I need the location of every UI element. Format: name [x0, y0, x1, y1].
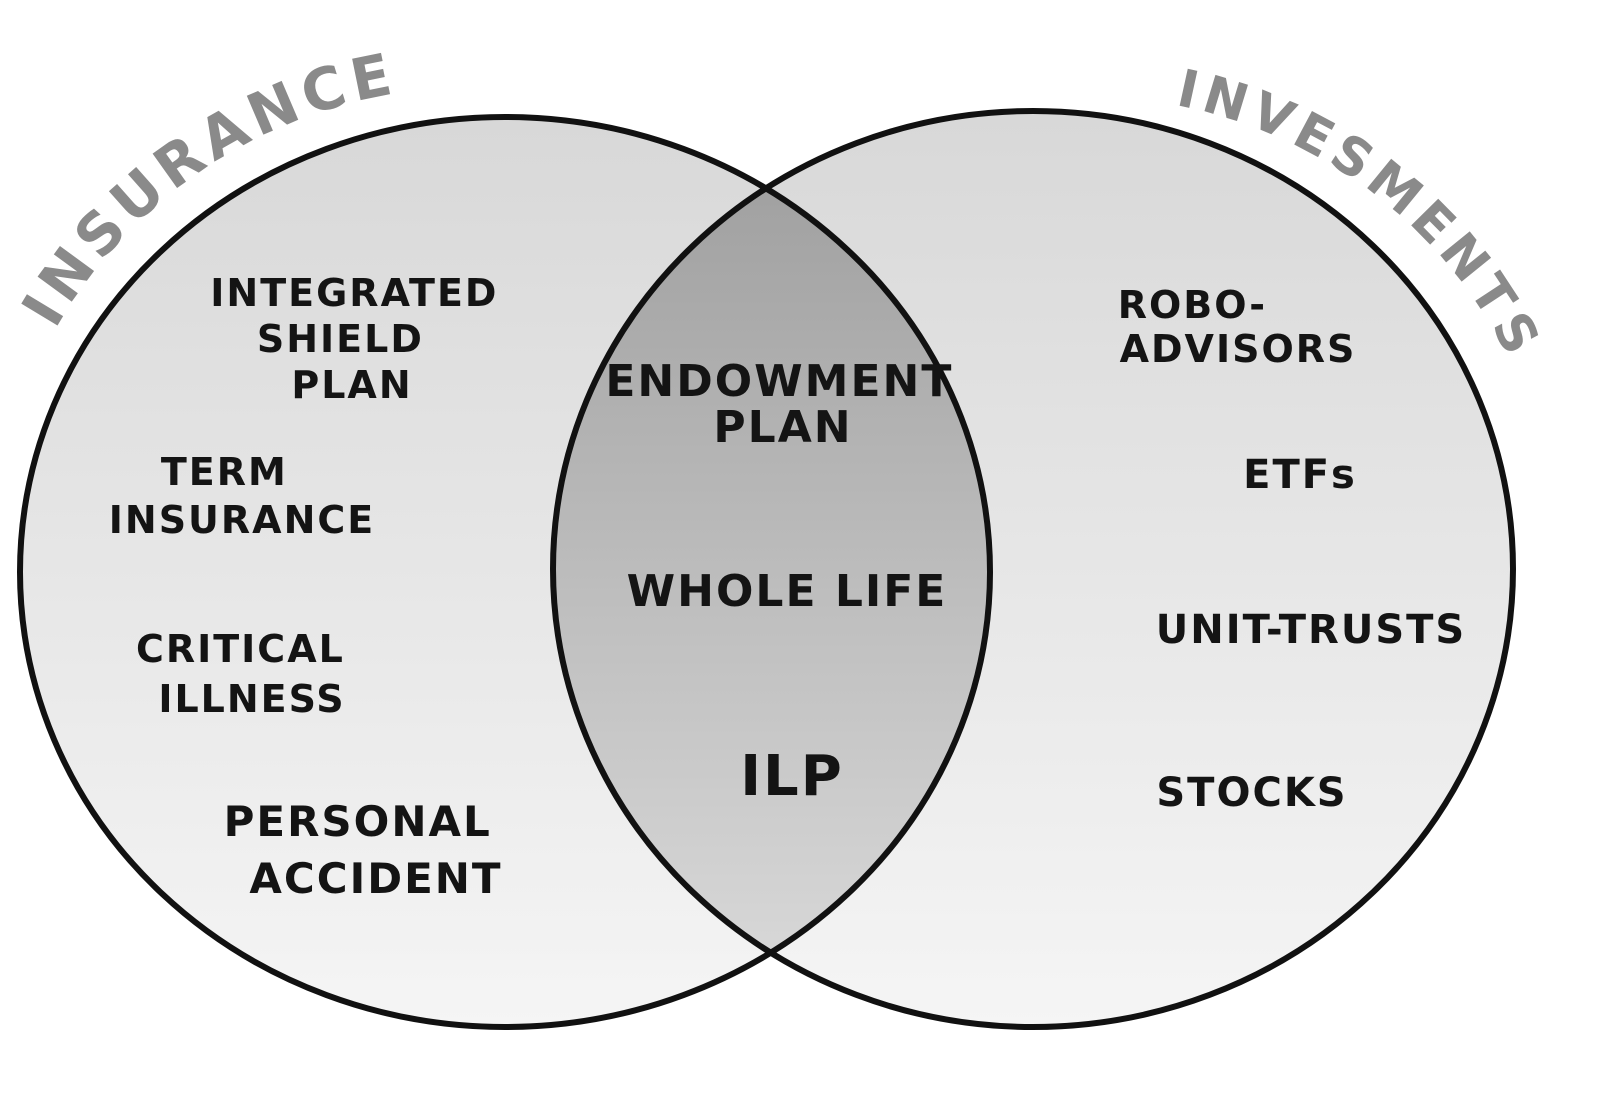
item-line: STOCKS [1156, 770, 1347, 816]
overlap-region [553, 117, 990, 1027]
insurance-item-term-insurance: TERM INSURANCE [109, 450, 375, 542]
item-line: ROBO- [1118, 283, 1267, 327]
investments-circle-outline [550, 108, 1516, 1030]
investments-item-robo-advisors: ROBO- ADVISORS [1118, 283, 1357, 371]
insurance-item-critical-illness: CRITICAL ILLNESS [136, 627, 360, 721]
item-line: UNIT-TRUSTS [1156, 607, 1466, 653]
item-line: PLAN [713, 402, 852, 453]
item-line: ENDOWMENT [605, 356, 953, 407]
insurance-circle-outline [17, 114, 993, 1030]
item-line: PLAN [291, 363, 412, 407]
overlap-item-endowment-plan: ENDOWMENT PLAN [605, 356, 970, 453]
item-line: ETFs [1243, 452, 1357, 498]
investments-item-etfs: ETFs [1243, 452, 1357, 498]
item-line: TERM [161, 450, 288, 494]
item-line: INSURANCE [109, 498, 375, 542]
investments-item-unit-trusts: UNIT-TRUSTS [1156, 607, 1466, 653]
item-line: INTEGRATED [210, 271, 498, 315]
item-line: ILLNESS [158, 677, 345, 721]
item-line: SHIELD [257, 317, 424, 361]
item-line: WHOLE LIFE [627, 566, 948, 617]
overlap-item-ilp: ILP [740, 744, 844, 809]
insurance-item-integrated-shield-plan: INTEGRATED SHIELD PLAN [210, 271, 513, 407]
item-line: ADVISORS [1120, 327, 1357, 371]
overlap-item-whole-life: WHOLE LIFE [627, 566, 948, 617]
insurance-item-personal-accident: PERSONAL ACCIDENT [224, 797, 509, 903]
item-line: CRITICAL [136, 627, 345, 671]
item-line: ILP [740, 744, 844, 809]
item-line: ACCIDENT [249, 854, 502, 903]
item-line: PERSONAL [224, 797, 492, 846]
investments-item-stocks: STOCKS [1156, 770, 1347, 816]
